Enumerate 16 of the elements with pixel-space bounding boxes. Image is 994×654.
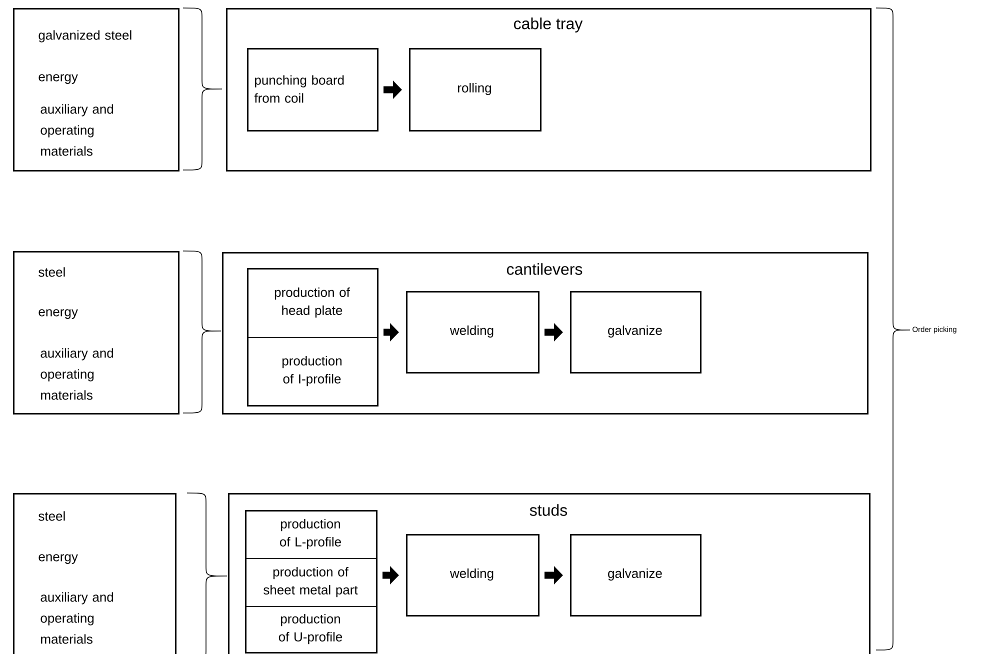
process-box: production of head plate bbox=[247, 268, 378, 338]
process-box: galvanize bbox=[570, 291, 702, 374]
process-box: punching board from coil bbox=[247, 48, 378, 132]
process-box: welding bbox=[406, 291, 540, 374]
process-box: production of U-profile bbox=[245, 606, 377, 653]
process-box: production of sheet metal part bbox=[245, 558, 377, 607]
process-box: rolling bbox=[409, 48, 542, 132]
process-box: production of I-profile bbox=[247, 337, 378, 406]
process-box: production of L-profile bbox=[245, 510, 377, 559]
process-box bbox=[245, 510, 378, 654]
process-box bbox=[247, 268, 378, 406]
process-box: galvanize bbox=[570, 534, 702, 616]
input-box: galvanized steel energy auxiliary and operating materials bbox=[13, 8, 180, 172]
input-box: steel energy auxiliary and operating materials bbox=[13, 251, 180, 414]
process-box: welding bbox=[406, 534, 540, 616]
input-box: steel energy auxiliary and operating materials bbox=[13, 493, 176, 654]
